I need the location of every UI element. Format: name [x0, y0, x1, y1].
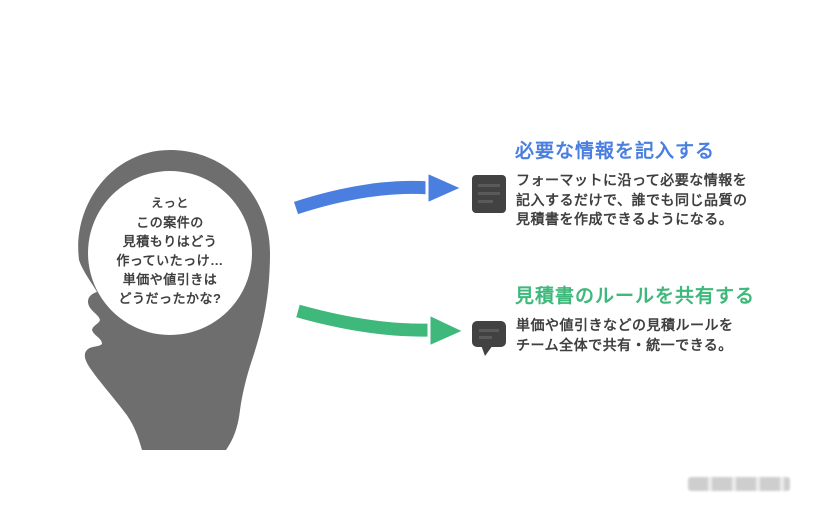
head-silhouette — [78, 150, 270, 450]
green-arrow — [287, 300, 469, 350]
section-share-rules: 見積書のルールを共有する 単価や値引きなどの見積ルールをチーム全体で共有・統一で… — [470, 281, 770, 363]
blue-arrow — [285, 169, 467, 219]
fill-info-title: 必要な情報を記入する — [515, 141, 716, 162]
share-rules-body: 単価や値引きなどの見積ルールをチーム全体で共有・統一できる。 — [516, 317, 734, 353]
speech-bubble-icon — [470, 318, 508, 363]
watermark-logo — [688, 477, 790, 491]
share-rules-title: 見積書のルールを共有する — [515, 286, 756, 307]
thought-text: えっとこの案件の見積もりはどう作っていたっけ…単価や値引きはどうだったかな? — [116, 196, 224, 306]
fill-info-body: フォーマットに沿って必要な情報を記入するだけで、誰でも同じ品質の見積書を作成でき… — [516, 172, 748, 227]
section-fill-info: 必要な情報を記入する フォーマットに沿って必要な情報を記入するだけで、誰でも同じ… — [470, 136, 770, 230]
memo-icon — [470, 173, 508, 220]
